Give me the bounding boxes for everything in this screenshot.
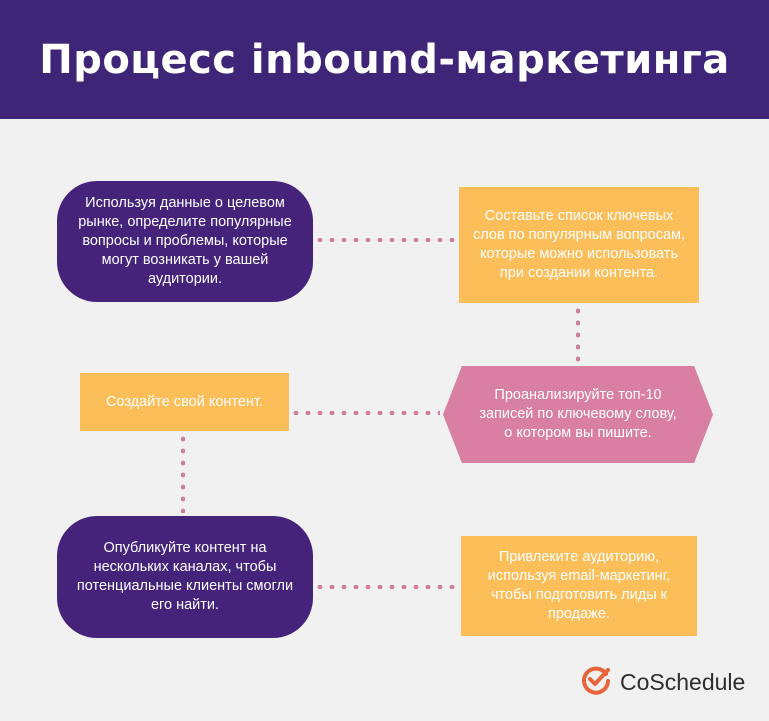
check-circle-icon: [580, 664, 612, 701]
page-title: Процесс inbound-маркетинга: [39, 36, 730, 83]
step-6-text: Привлеките аудиторию, используя email-ма…: [487, 549, 671, 622]
step-1-text: Используя данные о целевом рынке, опреде…: [78, 195, 292, 287]
step-1-node: Используя данные о целевом рынке, опреде…: [57, 181, 313, 302]
connector-5-6: [314, 585, 459, 589]
step-3-text: Проанализируйте топ-10 записей по ключев…: [479, 387, 677, 441]
step-4-node: Создайте свой контент.: [80, 373, 289, 431]
brand-logo: CoSchedule: [580, 664, 745, 701]
step-3-node: Проанализируйте топ-10 записей по ключев…: [443, 366, 713, 463]
step-5-text: Опубликуйте контент на нескольких канала…: [76, 540, 294, 613]
header-banner: Процесс inbound-маркетинга: [0, 0, 769, 119]
logo-text: CoSchedule: [620, 669, 746, 695]
connector-4-5: [181, 433, 185, 513]
step-4-text: Создайте свой контент.: [105, 393, 264, 410]
step-5-node: Опубликуйте контент на нескольких канала…: [57, 516, 313, 638]
connector-1-2: [314, 238, 456, 242]
step-6-node: Привлеките аудиторию, используя email-ма…: [461, 536, 697, 636]
step-2-node: Составьте список ключевых слов по популя…: [459, 187, 699, 303]
step-2-text: Составьте список ключевых слов по популя…: [473, 208, 686, 281]
connector-2-3: [576, 305, 580, 365]
connector-3-4: [290, 411, 440, 415]
